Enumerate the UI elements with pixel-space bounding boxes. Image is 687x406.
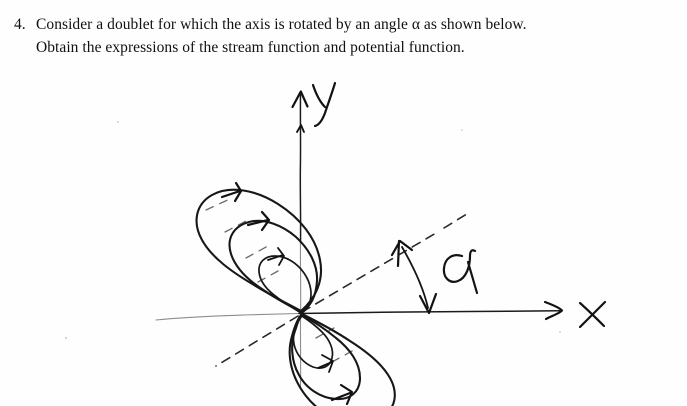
doublet-axis-fragment-b [245, 245, 269, 259]
y-axis-label [311, 81, 337, 128]
streamline-inner-left [258, 255, 312, 314]
streamline-outer-right [288, 312, 396, 406]
doublet-axis-upper-right [301, 232, 437, 313]
question-text: Consider a doublet for which the axis is… [36, 13, 673, 59]
horizontal-axis [155, 300, 564, 321]
scan-speck [116, 120, 120, 124]
doublet-axis-stub-topleft [205, 197, 233, 211]
x-axis-right [298, 309, 561, 315]
question-line-2: Obtain the expressions of the stream fun… [36, 39, 465, 56]
arrow-middle-right [330, 383, 354, 406]
streamline-outer-left [195, 188, 322, 313]
arrow-middle-left [246, 210, 271, 232]
streamlines-upper-left [195, 181, 322, 314]
x-axis-arrowhead [543, 300, 564, 321]
y-axis-tick [296, 124, 305, 133]
scan-speck [559, 331, 561, 333]
arrow-outer-left [220, 181, 243, 203]
alpha-glyph [442, 249, 479, 295]
arrow-inner-right [317, 354, 334, 373]
y-axis-arrowhead [291, 90, 309, 109]
question-row: 4. Consider a doublet for which the axis… [8, 13, 673, 59]
question-block: 4. Consider a doublet for which the axis… [8, 13, 673, 59]
doublet-axis-lower-left [215, 315, 299, 367]
streamline-inner-right [292, 315, 334, 369]
scan-speck [461, 129, 463, 131]
doublet-diagram [0, 70, 687, 406]
streamlines-lower-right [288, 312, 396, 406]
angle-arrowhead-upper [390, 239, 414, 268]
angle-arc [401, 246, 429, 309]
doublet-diagram-svg [64, 81, 607, 406]
arrow-inner-left [267, 247, 285, 266]
vertical-axis [291, 90, 309, 387]
streamline-middle-left [228, 219, 319, 314]
alpha-label [442, 249, 479, 295]
doublet-axis-upper-right-2 [443, 211, 471, 229]
question-number: 4. [14, 16, 26, 33]
angle-indicator [390, 239, 438, 315]
question-line-1: Consider a doublet for which the axis is… [36, 16, 527, 33]
x-label-glyph [578, 300, 607, 329]
doublet-axis-fragment-a [224, 219, 249, 233]
angle-arrowhead-lower [418, 292, 438, 315]
x-axis-label [578, 300, 607, 329]
scan-speck [64, 336, 68, 340]
x-axis-left [155, 312, 300, 321]
y-label-glyph [311, 81, 337, 128]
